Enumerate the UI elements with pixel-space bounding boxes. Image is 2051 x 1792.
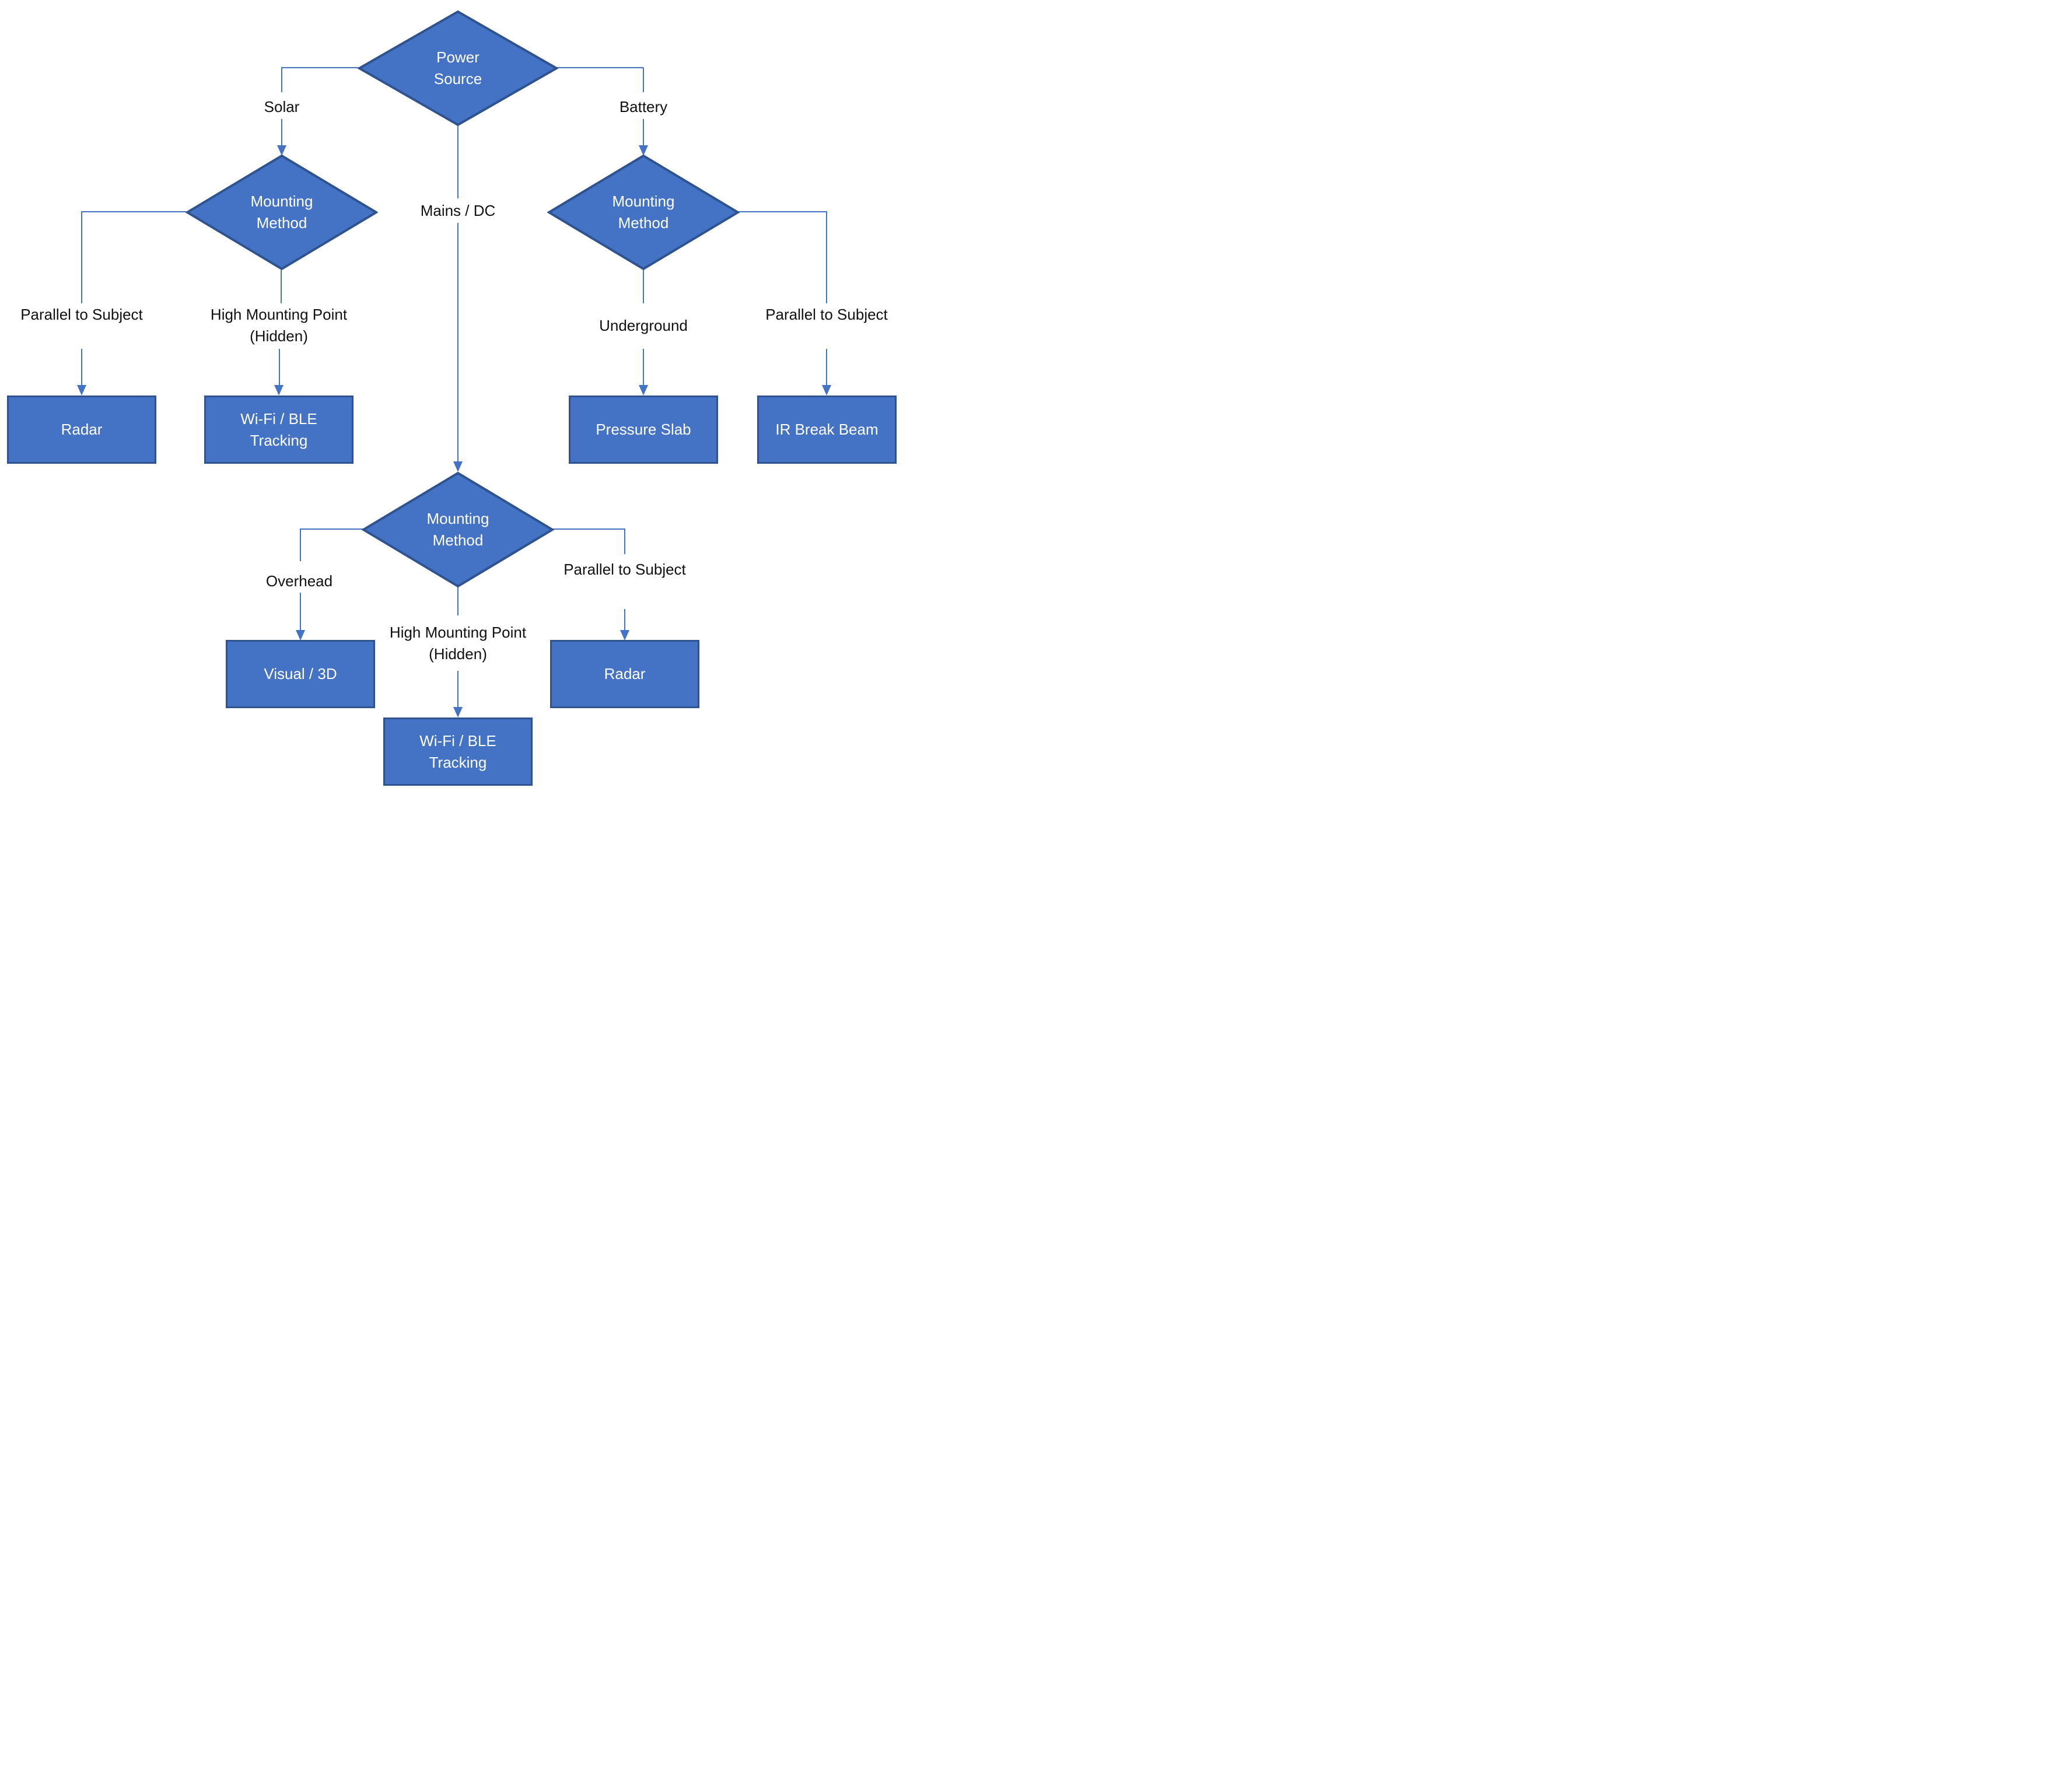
diamond-shape (362, 472, 554, 587)
connector-solar-vertical-upper (281, 68, 282, 92)
decision-power-source: Power Source (358, 10, 558, 126)
connector-parallel-bottom-horizontal (553, 528, 625, 530)
connector-highmount-bottom-vertical-lower (457, 671, 459, 707)
diamond-shape (186, 155, 378, 270)
connector-mains-vertical-lower (457, 223, 459, 461)
connector-battery-vertical-lower (643, 119, 644, 146)
branch-label-high-mount-bottom: High Mounting Point (Hidden) (389, 624, 527, 663)
connector-parallel-right-horizontal (738, 211, 827, 212)
connector-parallel-bottom-vertical-upper (624, 529, 625, 554)
arrowhead-parallel-left (77, 385, 86, 396)
connector-overhead-vertical-upper (300, 529, 301, 561)
outcome-wifi-ble-bottom: Wi-Fi / BLE Tracking (383, 718, 533, 786)
arrowhead-mains (453, 461, 463, 472)
connector-mains-vertical-upper (457, 126, 459, 198)
connector-parallel-left-vertical-upper (81, 212, 82, 303)
flowchart-canvas: Power Source Mounting Method Mounting Me… (0, 0, 902, 788)
arrowhead-solar (277, 145, 286, 156)
connector-overhead-horizontal (300, 528, 364, 530)
decision-mounting-method-mains-label: Mounting Method (426, 510, 489, 549)
connector-parallel-bottom-vertical-lower (624, 609, 625, 630)
connector-parallel-right-vertical-lower (826, 349, 827, 385)
branch-label-mains-dc: Mains / DC (420, 202, 496, 219)
branch-label-solar: Solar (264, 98, 300, 116)
connector-highmount-left-vertical-lower (279, 349, 280, 385)
branch-label-parallel-right: Parallel to Subject (765, 306, 888, 323)
arrowhead-highmount-bottom (453, 707, 463, 718)
diamond-shape (547, 155, 740, 270)
decision-mounting-method-battery-label: Mounting Method (612, 192, 675, 232)
outcome-wifi-ble-bottom-label: Wi-Fi / BLE Tracking (419, 732, 496, 771)
arrowhead-overhead (296, 630, 305, 640)
branch-label-parallel-bottom: Parallel to Subject (564, 561, 686, 578)
decision-mounting-method-solar-label: Mounting Method (250, 192, 313, 232)
connector-parallel-right-vertical-upper (826, 212, 827, 303)
connector-underground-vertical-upper (643, 270, 644, 303)
connector-battery-horizontal (557, 67, 643, 68)
connector-highmount-bottom-vertical-upper (457, 587, 459, 615)
outcome-radar-bottom-label: Radar (604, 665, 646, 682)
arrowhead-parallel-right (822, 385, 831, 396)
connector-underground-vertical-lower (643, 349, 644, 385)
outcome-wifi-ble-left-label: Wi-Fi / BLE Tracking (240, 410, 317, 449)
branch-label-parallel-left: Parallel to Subject (20, 306, 143, 323)
connector-parallel-left-horizontal (81, 211, 186, 212)
decision-mounting-method-solar: Mounting Method (186, 155, 378, 270)
connector-solar-vertical-lower (281, 119, 282, 146)
outcome-pressure-slab: Pressure Slab (569, 396, 718, 464)
outcome-radar-left: Radar (7, 396, 156, 464)
branch-label-underground: Underground (599, 317, 688, 334)
outcome-radar-bottom: Radar (550, 640, 699, 708)
outcome-ir-break-beam-label: IR Break Beam (775, 421, 878, 438)
diamond-shape (358, 10, 558, 126)
outcome-visual-3d: Visual / 3D (226, 640, 375, 708)
outcome-pressure-slab-label: Pressure Slab (596, 421, 691, 438)
arrowhead-parallel-bottom (620, 630, 629, 640)
connector-highmount-left-vertical-upper (281, 270, 282, 303)
decision-power-source-label: Power Source (433, 48, 482, 88)
outcome-wifi-ble-left: Wi-Fi / BLE Tracking (204, 396, 354, 464)
connector-overhead-vertical-lower (300, 593, 301, 630)
outcome-ir-break-beam: IR Break Beam (757, 396, 897, 464)
decision-mounting-method-mains: Mounting Method (362, 472, 554, 587)
connector-battery-vertical-upper (643, 68, 644, 92)
connector-solar-horizontal (281, 67, 358, 68)
decision-mounting-method-battery: Mounting Method (547, 155, 740, 270)
connector-parallel-left-vertical-lower (81, 349, 82, 385)
branch-label-overhead: Overhead (265, 572, 333, 590)
outcome-radar-left-label: Radar (61, 421, 103, 438)
arrowhead-underground (639, 385, 648, 396)
branch-label-high-mount-left: High Mounting Point (Hidden) (210, 306, 348, 345)
outcome-visual-3d-label: Visual / 3D (264, 665, 337, 682)
arrowhead-battery (639, 145, 648, 156)
arrowhead-highmount-left (274, 385, 284, 396)
branch-label-battery: Battery (619, 98, 668, 116)
